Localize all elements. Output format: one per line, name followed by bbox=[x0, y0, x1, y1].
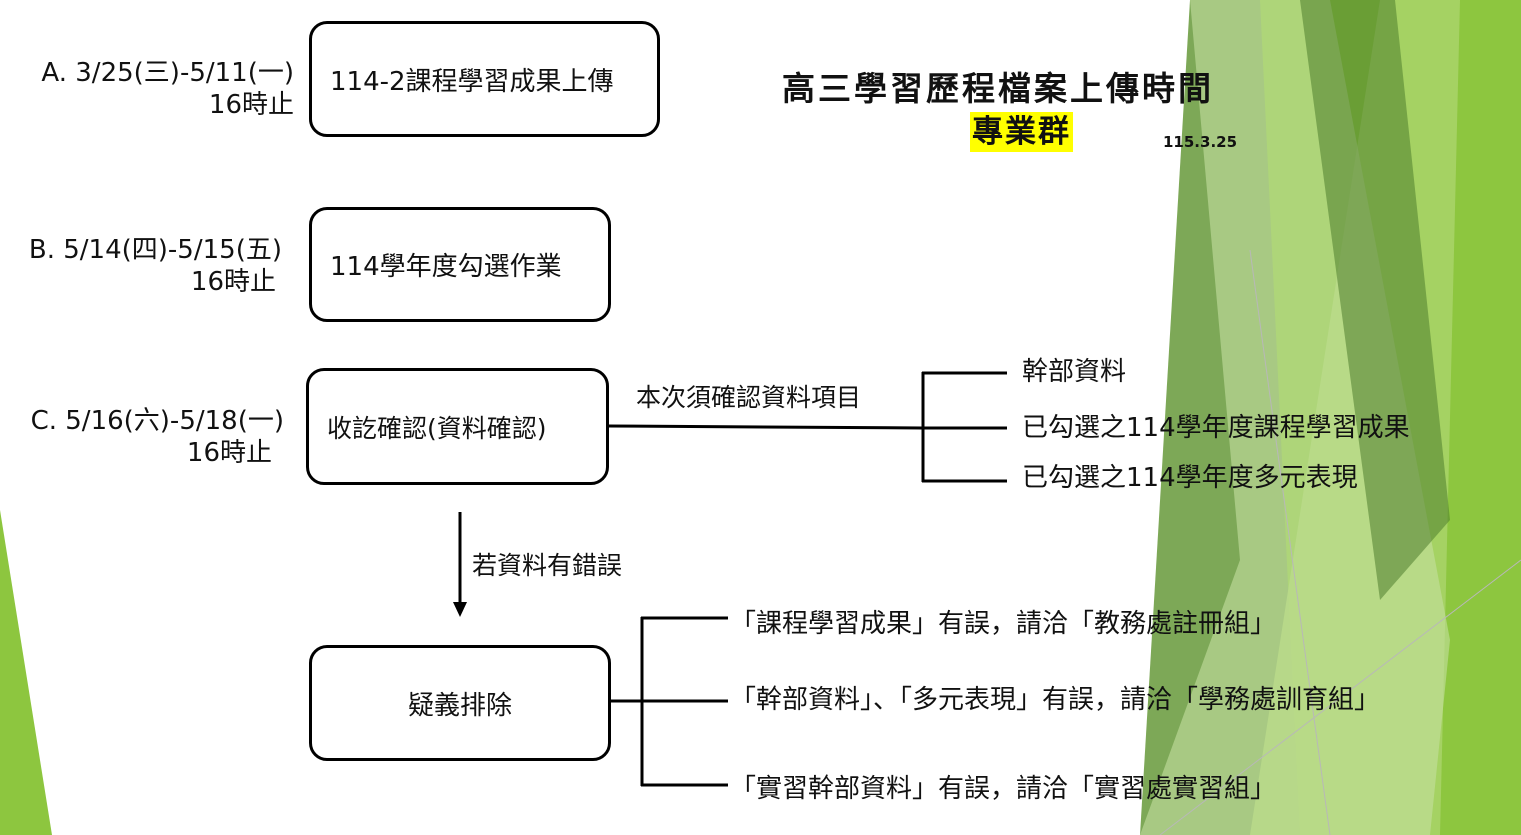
page-title: 高三學習歷程檔案上傳時間 bbox=[782, 69, 1214, 108]
stage-b-date: B. 5/14(四)-5/15(五) 16時止 bbox=[29, 234, 282, 298]
connector-confirm-main bbox=[607, 424, 923, 430]
background-shape-right-pale bbox=[1140, 0, 1450, 835]
confirm-item-cadre-data: 幹部資料 bbox=[1022, 357, 1127, 387]
resolution-box: 疑義排除 bbox=[309, 645, 611, 761]
stage-a-deadline: 16時止 bbox=[208, 90, 294, 120]
stage-b-date-range: B. 5/14(四)-5/15(五) bbox=[28, 235, 282, 265]
group-subtitle: 專業群 bbox=[970, 112, 1073, 152]
stage-b-deadline: 16時止 bbox=[190, 267, 276, 297]
stage-b-box-label: 114學年度勾選作業 bbox=[330, 252, 562, 282]
stage-c-date-range: C. 5/16(六)-5/18(一) bbox=[30, 406, 284, 436]
stage-c-box: 收訖確認(資料確認) bbox=[306, 368, 609, 485]
stage-a-box: 114-2課程學習成果上傳 bbox=[309, 21, 660, 137]
confirm-items-heading: 本次須確認資料項目 bbox=[636, 383, 862, 412]
stage-b-box: 114學年度勾選作業 bbox=[309, 207, 611, 322]
stage-a-box-label: 114-2課程學習成果上傳 bbox=[330, 66, 614, 97]
background-shape-right-deep bbox=[1300, 0, 1450, 600]
error-arrow-label: 若資料有錯誤 bbox=[472, 551, 623, 580]
error-arrow-head bbox=[453, 602, 467, 617]
stage-a-date-range: A. 3/25(三)-5/11(一) bbox=[41, 58, 294, 88]
background-shape-left bbox=[0, 510, 52, 835]
confirm-item-diverse-performance: 已勾選之114學年度多元表現 bbox=[1022, 463, 1358, 493]
background-thin-line bbox=[1249, 249, 1331, 835]
resolution-item-registration: 「課程學習成果」有誤，請洽「教務處註冊組」 bbox=[730, 609, 1277, 639]
background-thin-line bbox=[1159, 559, 1521, 835]
stage-c-box-label: 收訖確認(資料確認) bbox=[327, 413, 547, 443]
document-date: 115.3.25 bbox=[1163, 133, 1238, 151]
stage-c-deadline: 16時止 bbox=[186, 438, 272, 468]
confirm-item-course-results: 已勾選之114學年度課程學習成果 bbox=[1022, 413, 1410, 443]
resolution-box-label: 疑義排除 bbox=[407, 690, 512, 721]
resolution-item-student-affairs: 「幹部資料」、「多元表現」有誤，請洽「學務處訓育組」 bbox=[730, 685, 1381, 715]
resolution-item-internship: 「實習幹部資料」有誤，請洽「實習處實習組」 bbox=[730, 774, 1277, 804]
stage-c-date: C. 5/16(六)-5/18(一) 16時止 bbox=[31, 405, 284, 469]
stage-a-date: A. 3/25(三)-5/11(一) 16時止 bbox=[41, 57, 294, 121]
